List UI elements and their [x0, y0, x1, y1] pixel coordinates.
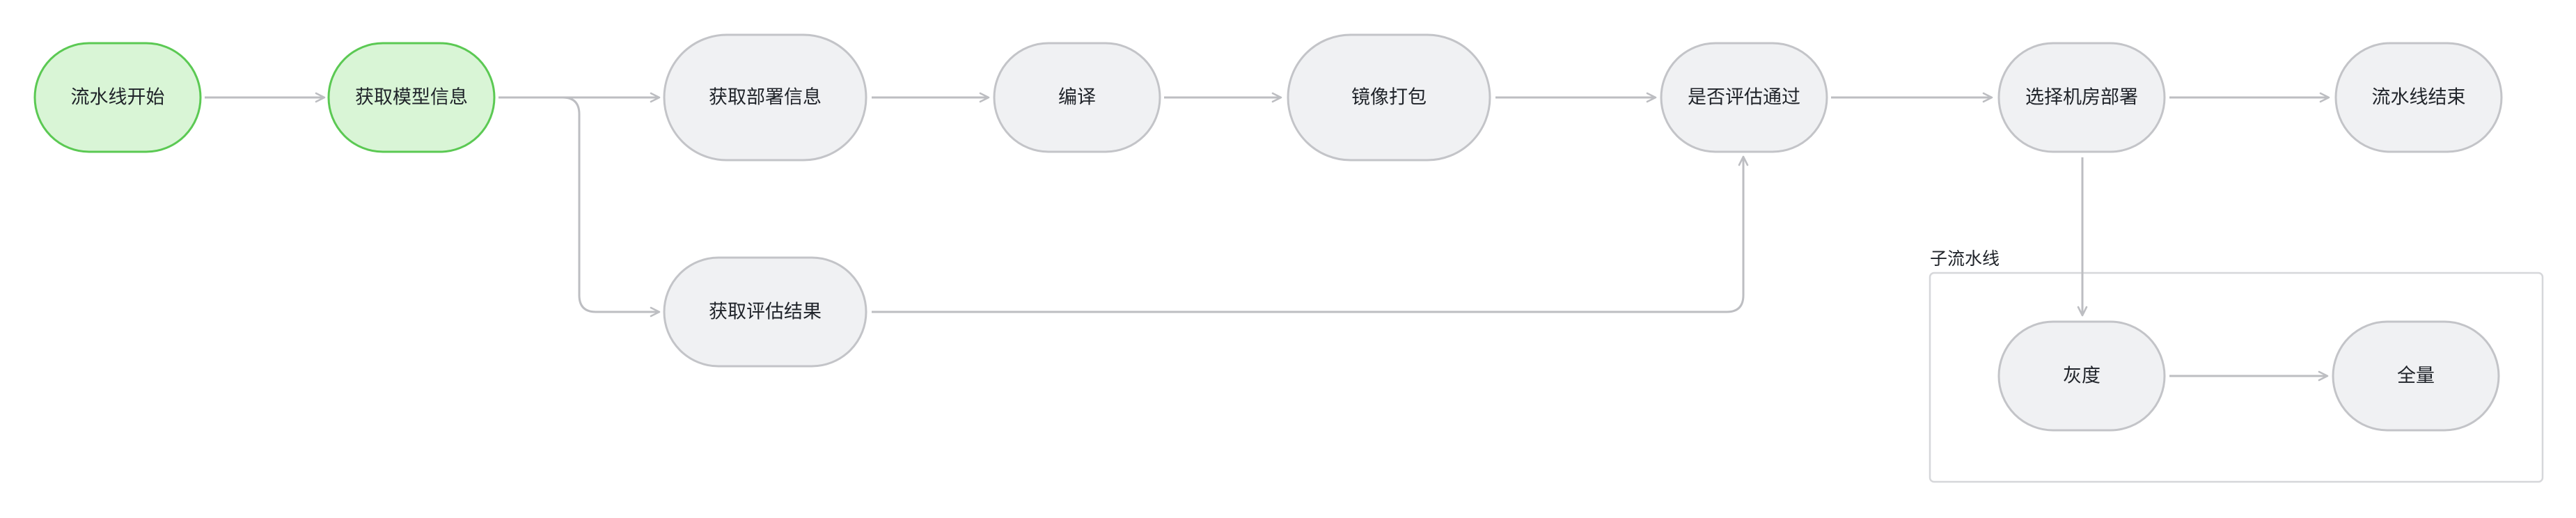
node-gray[interactable]: 灰度: [1997, 320, 2166, 432]
node-end[interactable]: 流水线结束: [2334, 42, 2503, 153]
node-get-deploy-info-label: 获取部署信息: [709, 87, 822, 109]
node-get-model-info[interactable]: 获取模型信息: [327, 42, 496, 153]
node-eval-passed-label: 是否评估通过: [1688, 87, 1800, 109]
node-compile[interactable]: 编译: [993, 42, 1161, 153]
node-select-room-deploy-label: 选择机房部署: [2025, 87, 2138, 109]
edge-get-eval-result-to-eval-passed: [872, 155, 1749, 313]
sub-pipeline-label: 子流水线: [1930, 249, 2000, 269]
node-end-label: 流水线结束: [2372, 87, 2466, 109]
node-get-deploy-info[interactable]: 获取部署信息: [663, 33, 867, 162]
node-start-label: 流水线开始: [71, 87, 165, 109]
edge-get-model-info-to-get-eval-result: [562, 96, 661, 317]
sub-pipeline-group: 子流水线: [1929, 249, 2544, 483]
sub-pipeline-frame: [1929, 272, 2544, 483]
node-full[interactable]: 全量: [2332, 320, 2500, 432]
node-get-model-info-label: 获取模型信息: [355, 87, 468, 109]
node-compile-label: 编译: [1058, 87, 1096, 109]
node-start[interactable]: 流水线开始: [33, 42, 202, 153]
node-get-eval-result[interactable]: 获取评估结果: [663, 256, 867, 368]
node-full-label: 全量: [2397, 366, 2435, 387]
node-image-pack-label: 镜像打包: [1351, 87, 1427, 109]
node-gray-label: 灰度: [2063, 366, 2100, 387]
node-image-pack[interactable]: 镜像打包: [1287, 33, 1491, 162]
edges: [205, 92, 2330, 382]
node-select-room-deploy[interactable]: 选择机房部署: [1997, 42, 2166, 153]
node-get-eval-result-label: 获取评估结果: [709, 301, 822, 323]
node-eval-passed[interactable]: 是否评估通过: [1660, 42, 1828, 153]
nodes: 流水线开始 获取模型信息 获取部署信息 编译 镜像打包 是否评估通过 选择机房部…: [33, 33, 2503, 432]
